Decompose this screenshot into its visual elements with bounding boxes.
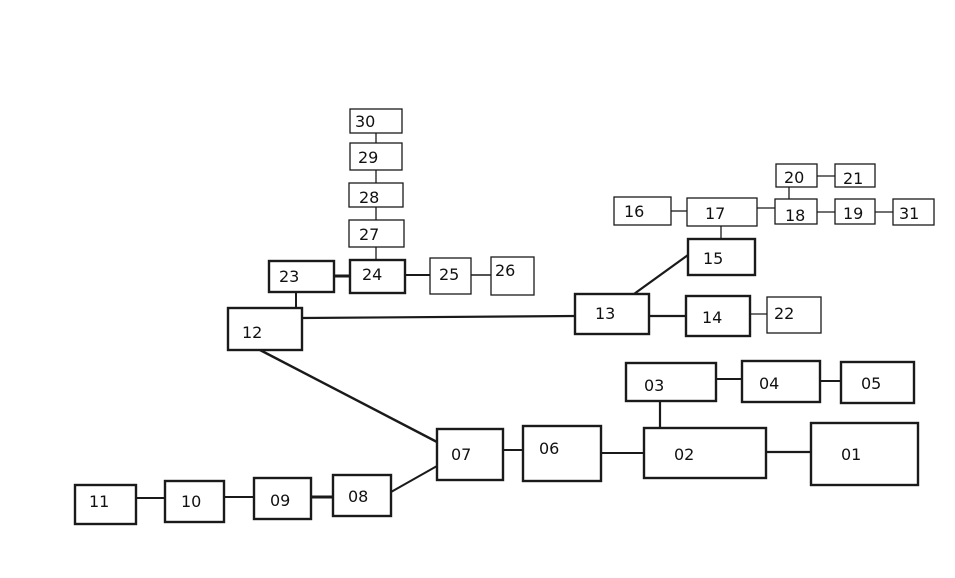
block-frame — [624, 361, 718, 403]
block-frame — [490, 256, 535, 296]
block-24: 24 — [348, 258, 407, 295]
block-frame — [834, 198, 876, 225]
block-04: 04 — [740, 359, 822, 404]
block-label: 16 — [624, 202, 644, 221]
block-label: 18 — [785, 206, 805, 225]
block-frame — [684, 294, 752, 338]
block-frame — [348, 182, 404, 208]
block-14: 14 — [684, 294, 752, 338]
block-07: 07 — [435, 427, 505, 482]
block-06: 06 — [521, 424, 603, 483]
block-16: 16 — [613, 196, 672, 226]
block-frame — [73, 483, 138, 526]
block-frame — [163, 479, 226, 524]
block-27: 27 — [348, 219, 405, 248]
block-label: 13 — [595, 304, 615, 323]
block-label: 28 — [359, 188, 379, 207]
block-frame — [774, 198, 818, 225]
block-label: 23 — [279, 267, 299, 286]
block-20: 20 — [775, 163, 818, 188]
block-frame — [429, 257, 472, 295]
block-frame — [331, 473, 393, 518]
block-label: 26 — [495, 261, 515, 280]
connector-07-12 — [259, 348, 438, 444]
block-label: 11 — [89, 492, 109, 511]
block-29: 29 — [349, 142, 403, 171]
block-frame — [839, 360, 916, 405]
block-17: 17 — [686, 197, 758, 227]
block-frame — [766, 296, 822, 334]
block-09: 09 — [252, 476, 313, 521]
block-frame — [892, 198, 935, 226]
block-03: 03 — [624, 361, 718, 403]
block-label: 10 — [181, 492, 201, 511]
block-frame — [573, 292, 651, 336]
block-22: 22 — [766, 296, 822, 334]
block-label: 03 — [644, 376, 664, 395]
block-frame — [740, 359, 822, 404]
block-frame — [521, 424, 603, 483]
block-frame — [226, 306, 304, 352]
block-frame — [809, 421, 920, 487]
block-label: 12 — [242, 323, 262, 342]
block-label: 05 — [861, 374, 881, 393]
block-label: 25 — [439, 265, 459, 284]
block-label: 08 — [348, 487, 368, 506]
block-label: 04 — [759, 374, 779, 393]
block-label: 21 — [843, 169, 863, 188]
block-10: 10 — [163, 479, 226, 524]
block-frame — [686, 197, 758, 227]
block-21: 21 — [834, 163, 876, 188]
block-frame — [349, 142, 403, 171]
block-15: 15 — [686, 237, 757, 277]
block-label: 01 — [841, 445, 861, 464]
block-23: 23 — [267, 259, 336, 294]
block-label: 17 — [705, 204, 725, 223]
block-19: 19 — [834, 198, 876, 225]
block-frame — [686, 237, 757, 277]
block-13: 13 — [573, 292, 651, 336]
block-label: 15 — [703, 249, 723, 268]
block-frame — [348, 258, 407, 295]
block-18: 18 — [774, 198, 818, 225]
block-11: 11 — [73, 483, 138, 526]
block-label: 24 — [362, 265, 382, 284]
block-05: 05 — [839, 360, 916, 405]
connector-lines — [136, 133, 893, 499]
block-label: 20 — [784, 168, 804, 187]
connector-13-15 — [633, 254, 689, 295]
connector-07-08 — [390, 465, 438, 493]
block-label: 02 — [674, 445, 694, 464]
block-label: 27 — [359, 225, 379, 244]
block-label: 22 — [774, 304, 794, 323]
block-28: 28 — [348, 182, 404, 208]
block-12: 12 — [226, 306, 304, 352]
block-30: 30 — [349, 108, 403, 134]
block-31: 31 — [892, 198, 935, 226]
block-frame — [613, 196, 672, 226]
block-label: 07 — [451, 445, 471, 464]
block-label: 14 — [702, 308, 722, 327]
block-label: 29 — [358, 148, 378, 167]
block-label: 19 — [843, 204, 863, 223]
connector-12-13 — [301, 314, 576, 320]
block-frame — [775, 163, 818, 188]
block-08: 08 — [331, 473, 393, 518]
block-25: 25 — [429, 257, 472, 295]
block-frame — [348, 219, 405, 248]
block-frame — [642, 426, 768, 480]
block-01: 01 — [809, 421, 920, 487]
block-frame — [435, 427, 505, 482]
block-frame — [252, 476, 313, 521]
block-label: 31 — [899, 204, 919, 223]
diagram-blocks: 01 02 03 04 05 06 07 08 09 10 11 12 13 14 15 16 17 18 19 20… — [73, 108, 935, 526]
block-02: 02 — [642, 426, 768, 480]
block-label: 09 — [270, 491, 290, 510]
block-label: 30 — [355, 112, 375, 131]
block-label: 06 — [539, 439, 559, 458]
block-frame — [834, 163, 876, 188]
block-frame — [267, 259, 336, 294]
block-frame — [349, 108, 403, 134]
block-26: 26 — [490, 256, 535, 296]
